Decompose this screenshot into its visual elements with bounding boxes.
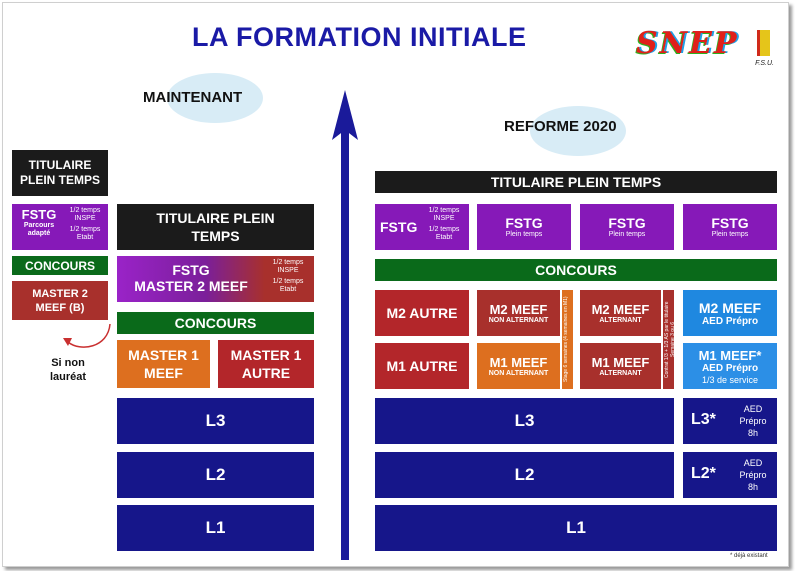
stage-strip-non-alternant: Stage 6 semaines (4 semaines en M1) <box>562 290 573 389</box>
left-l3: L3 <box>117 398 314 444</box>
fstg-detail-1: 1/2 temps INSPE <box>69 207 101 222</box>
l3-aed-sub: AED Prépro 8h <box>739 404 767 438</box>
left-fstg-master: FSTG MASTER 2 MEEF 1/2 temps INSPE 1/2 t… <box>117 256 314 302</box>
right-l3-aed: L3* AED Prépro 8h <box>683 398 777 444</box>
reforme-bubble <box>530 106 626 156</box>
right-m1-meef-alternant: M1 MEEF ALTERNANT <box>580 343 661 389</box>
l2-aed-label: L2* <box>691 465 716 482</box>
m1-meef-aed-sub: AED Prépro <box>701 362 759 374</box>
right-m1-meef-non-alternant: M1 MEEF NON ALTERNANT <box>477 343 560 389</box>
right-concours: CONCOURS <box>375 259 777 281</box>
left-l1: L1 <box>117 505 314 551</box>
l2-aed-sub: AED Prépro 8h <box>739 458 767 492</box>
si-non-laureat: Si non lauréat <box>49 357 87 383</box>
right-l1: L1 <box>375 505 777 551</box>
fstg-sub: Parcours adapté <box>23 222 55 237</box>
left-l2: L2 <box>117 452 314 498</box>
logo-text: SNEP <box>636 26 739 61</box>
right-fstg-3: FSTG Plein temps <box>580 204 674 250</box>
right-m2-autre: M2 AUTRE <box>375 290 469 336</box>
m2-meef-aed-label: M2 MEEF <box>698 299 762 316</box>
fstg-1-label: FSTG <box>380 219 418 235</box>
fstg-1-detail-1: 1/2 temps INSPE <box>428 207 460 222</box>
m2-meef-na-sub: NON ALTERNANT <box>488 316 549 324</box>
fstg-label: FSTG <box>21 207 57 222</box>
m1-meef-aed-sub-2: 1/3 de service <box>701 374 759 385</box>
right-m1-autre: M1 AUTRE <box>375 343 469 389</box>
fstg-master-detail-1: 1/2 temps INSPE <box>272 259 304 274</box>
m1-meef-na-sub: NON ALTERNANT <box>488 369 549 377</box>
up-arrow-icon <box>332 90 358 560</box>
left-master1-autre: MASTER 1 AUTRE <box>218 340 314 388</box>
right-l2-aed: L2* AED Prépro 8h <box>683 452 777 498</box>
left-concours: CONCOURS <box>117 312 314 334</box>
m2-meef-a-label: M2 MEEF <box>591 301 650 317</box>
maintenant-heading: MAINTENANT <box>143 89 243 106</box>
right-fstg-4: FSTG Plein temps <box>683 204 777 250</box>
fstg-3-label: FSTG <box>608 215 646 231</box>
left-titulaire-small: TITULAIRE PLEIN TEMPS <box>12 150 108 196</box>
right-l2: L2 <box>375 452 674 498</box>
m2-meef-aed-sub: AED Prépro <box>701 315 759 327</box>
fstg-4-sub: Plein temps <box>711 231 749 238</box>
m1-meef-na-label: M1 MEEF <box>489 354 548 370</box>
maintenant-bubble <box>167 73 263 123</box>
left-concours-small: CONCOURS <box>12 256 108 275</box>
right-fstg-1: FSTG 1/2 temps INSPE 1/2 temps Etabt <box>375 204 469 250</box>
curved-arrow-icon <box>63 323 111 348</box>
logo-hand-icon <box>757 30 770 56</box>
m1-meef-a-sub: ALTERNANT <box>599 369 642 377</box>
reforme-heading: REFORME 2020 <box>504 118 617 135</box>
fstg-4-label: FSTG <box>711 215 749 231</box>
fstg-detail-2: 1/2 temps Etabt <box>69 226 101 241</box>
left-fstg-small: FSTG Parcours adapté 1/2 temps INSPE 1/2… <box>12 204 108 250</box>
l3-aed-label: L3* <box>691 411 716 428</box>
fstg-master-label-2: MASTER 2 MEEF <box>134 278 248 294</box>
fstg-2-sub: Plein temps <box>505 231 543 238</box>
snep-logo: SNEP F.S.U. <box>630 22 780 74</box>
left-master1-meef: MASTER 1 MEEF <box>117 340 210 388</box>
left-master2-small: MASTER 2 MEEF (B) <box>12 281 108 320</box>
m1-meef-a-label: M1 MEEF <box>591 354 650 370</box>
fstg-1-detail-2: 1/2 temps Etabt <box>428 226 460 241</box>
left-titulaire: TITULAIRE PLEIN TEMPS <box>117 204 314 250</box>
right-m2-meef-aed: M2 MEEF AED Prépro <box>683 290 777 336</box>
contrat-strip-text: Contrat 1/3 + 1/3 AS par le titulaire Se… <box>664 301 676 378</box>
fstg-master-label: FSTG <box>172 262 210 278</box>
right-l3: L3 <box>375 398 674 444</box>
right-m2-meef-non-alternant: M2 MEEF NON ALTERNANT <box>477 290 560 336</box>
right-m2-meef-alternant: M2 MEEF ALTERNANT <box>580 290 661 336</box>
fstg-3-sub: Plein temps <box>608 231 646 238</box>
m2-meef-a-sub: ALTERNANT <box>599 316 642 324</box>
m2-meef-na-label: M2 MEEF <box>489 301 548 317</box>
stage-strip-alternant: Contrat 1/3 + 1/3 AS par le titulaire Se… <box>663 290 676 389</box>
right-fstg-2: FSTG Plein temps <box>477 204 571 250</box>
stage-strip-text: Stage 6 semaines (4 semaines en M1) <box>563 296 569 383</box>
logo-fsu: F.S.U. <box>755 60 774 67</box>
fstg-master-detail-2: 1/2 temps Etabt <box>272 278 304 293</box>
right-m1-meef-aed: M1 MEEF* AED Prépro 1/3 de service <box>683 343 777 389</box>
right-titulaire: TITULAIRE PLEIN TEMPS <box>375 171 777 193</box>
m1-meef-aed-label: M1 MEEF* <box>698 347 762 363</box>
page-title: LA FORMATION INITIALE <box>192 22 527 52</box>
footnote: * déjà existant <box>730 553 768 559</box>
fstg-2-label: FSTG <box>505 215 543 231</box>
